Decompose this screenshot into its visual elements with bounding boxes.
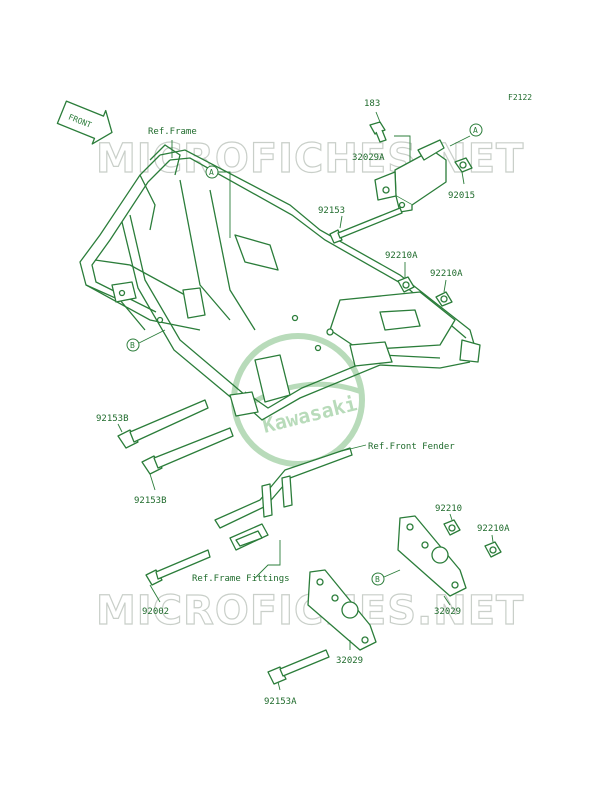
engine-bracket-32029A <box>374 139 447 213</box>
motorcycle-frame <box>79 144 481 421</box>
part-label-92210A-2: 92210A <box>430 269 463 279</box>
bolt-183-icon <box>369 121 387 143</box>
part-label-32029-lower: 32029 <box>336 656 363 666</box>
part-label-92002: 92002 <box>142 607 169 617</box>
bolt-92153A-icon <box>267 649 330 685</box>
marker-a-top-text: A <box>209 168 214 177</box>
bolt-92153B-1-icon <box>117 399 209 449</box>
marker-a-right-text: A <box>473 126 478 135</box>
part-label-92210A-3: 92210A <box>477 524 510 534</box>
leader-lines <box>117 111 494 691</box>
bolt-92153-icon <box>329 207 403 244</box>
watermark-top: MICROFICHES.NET <box>96 136 524 182</box>
marker-b-left: B <box>126 338 140 352</box>
nut-92210-icon <box>443 519 461 536</box>
ref-frame-fittings-label: Ref.Frame Fittings <box>192 574 290 584</box>
part-label-32029A: 32029A <box>352 153 385 163</box>
frame-fitting-bar <box>214 447 353 551</box>
marker-a-right: A <box>469 123 483 137</box>
bolt-92153B-2-icon <box>141 427 234 475</box>
part-label-92153A: 92153A <box>264 697 297 707</box>
nut-92210A-1-icon <box>397 276 415 293</box>
engine-plate-32029-upper <box>397 515 467 597</box>
marker-b-bottom: B <box>371 572 385 586</box>
ref-frame-label: Ref.Frame <box>148 127 197 137</box>
marker-a-top: A <box>205 165 219 179</box>
ref-front-fender-label: Ref.Front Fender <box>368 442 455 452</box>
part-label-32029-upper: 32029 <box>434 607 461 617</box>
part-label-92153B-1: 92153B <box>96 414 129 424</box>
engine-plate-32029-lower <box>307 569 377 651</box>
part-label-183: 183 <box>364 99 380 109</box>
part-label-92153B-2: 92153B <box>134 496 167 506</box>
nut-92210A-2-icon <box>435 291 453 307</box>
bolt-92002-icon <box>145 549 211 586</box>
front-arrow-icon: FRONT <box>56 100 113 145</box>
part-label-92015: 92015 <box>448 191 475 201</box>
nut-92015-icon <box>454 157 473 173</box>
marker-b-bottom-text: B <box>375 575 380 584</box>
part-label-92153: 92153 <box>318 206 345 216</box>
diagram-code: F2122 <box>508 93 532 102</box>
part-label-92210: 92210 <box>435 504 462 514</box>
marker-b-left-text: B <box>130 341 135 350</box>
nut-92210A-3-icon <box>484 541 502 558</box>
part-label-92210A-1: 92210A <box>385 251 418 261</box>
